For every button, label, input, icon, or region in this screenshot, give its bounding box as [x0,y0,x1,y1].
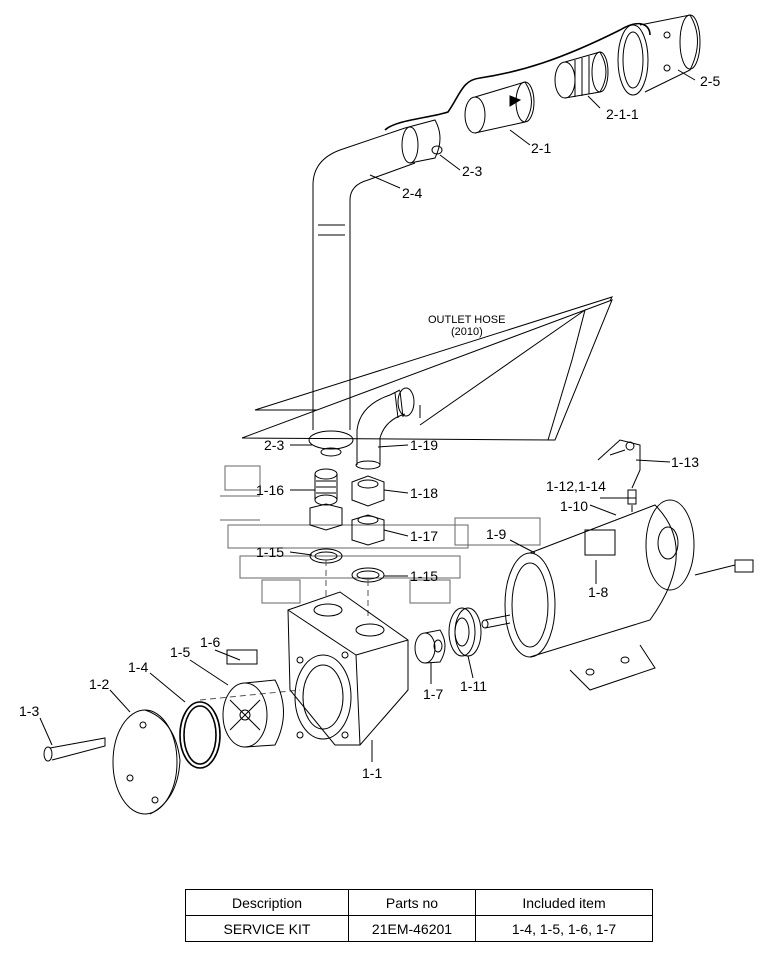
label-2-4: 2-4 [402,185,423,201]
part-1-13-bracket [597,439,641,489]
part-2-3-clamp-top [401,119,443,164]
label-1-5: 1-5 [170,644,191,660]
part-2-1-1-strainer [554,51,609,99]
part-1-1-pump-body [287,591,409,746]
outlet-hose-leader [241,296,613,441]
label-2-3-top: 2-3 [462,163,483,179]
label-1-4: 1-4 [128,659,149,675]
label-1-13: 1-13 [671,454,700,470]
exploded-parts-diagram [39,14,754,815]
label-2-5: 2-5 [700,73,721,89]
cell-parts-no: 21EM-46201 [348,915,476,942]
label-1-1: 1-1 [362,765,383,781]
part-2-5-strainer-housing [617,14,701,96]
part-1-7-bushing [414,629,446,664]
part-1-18-nut [351,475,385,507]
label-1-16: 1-16 [256,482,285,498]
part-1-16-nipple [314,468,338,506]
table-row: SERVICE KIT 21EM-46201 1-4, 1-5, 1-6, 1-… [185,915,653,942]
part-1-17-fittings [309,503,385,546]
part-1-5-impeller [222,679,284,748]
assembly-axis-lines [199,560,369,701]
header-parts-no: Parts no [348,889,476,916]
label-outlet-hose: OUTLET HOSE [428,314,506,326]
part-1-11-bearing [448,607,482,657]
label-1-12-1-14: 1-12,1-14 [546,478,606,494]
cell-included-item: 1-4, 1-5, 1-6, 1-7 [475,915,653,942]
label-2-1: 2-1 [531,140,552,156]
label-outlet-hose-code: (2010) [451,326,483,338]
part-1-3-screw [43,737,106,762]
header-included-item: Included item [475,889,653,916]
label-1-15-left: 1-15 [256,544,285,560]
part-1-2-cover [112,709,181,815]
label-1-18: 1-18 [410,485,439,501]
part-1-8-motor [481,499,754,691]
label-1-8: 1-8 [588,584,609,600]
label-1-19: 1-19 [410,437,439,453]
part-1-12-1-14-switch [627,489,637,512]
part-1-6-vane [226,649,258,665]
label-1-6: 1-6 [200,634,221,650]
label-1-7: 1-7 [423,686,444,702]
label-1-15-right: 1-15 [410,568,439,584]
label-1-2: 1-2 [89,676,110,692]
ghost-shadow-boxes [220,465,541,604]
label-1-3: 1-3 [19,703,40,719]
table-header-row: Description Parts no Included item [185,889,653,916]
part-2-4-hose [312,127,416,430]
label-1-17: 1-17 [410,528,439,544]
part-1-4-oring [179,701,221,769]
part-1-19-elbow [355,387,415,470]
part-2-3-clamp-lower [308,430,354,457]
label-1-9: 1-9 [486,526,507,542]
label-1-11: 1-11 [460,678,487,694]
leader-lines [39,69,696,762]
label-2-3-mid: 2-3 [264,437,285,453]
service-kit-table: Description Parts no Included item SERVI… [185,889,653,942]
header-description: Description [185,889,349,916]
cell-description: SERVICE KIT [185,915,349,942]
label-2-1-1: 2-1-1 [606,106,639,122]
part-2-1-check-valve [464,81,535,134]
label-1-10: 1-10 [560,498,589,514]
